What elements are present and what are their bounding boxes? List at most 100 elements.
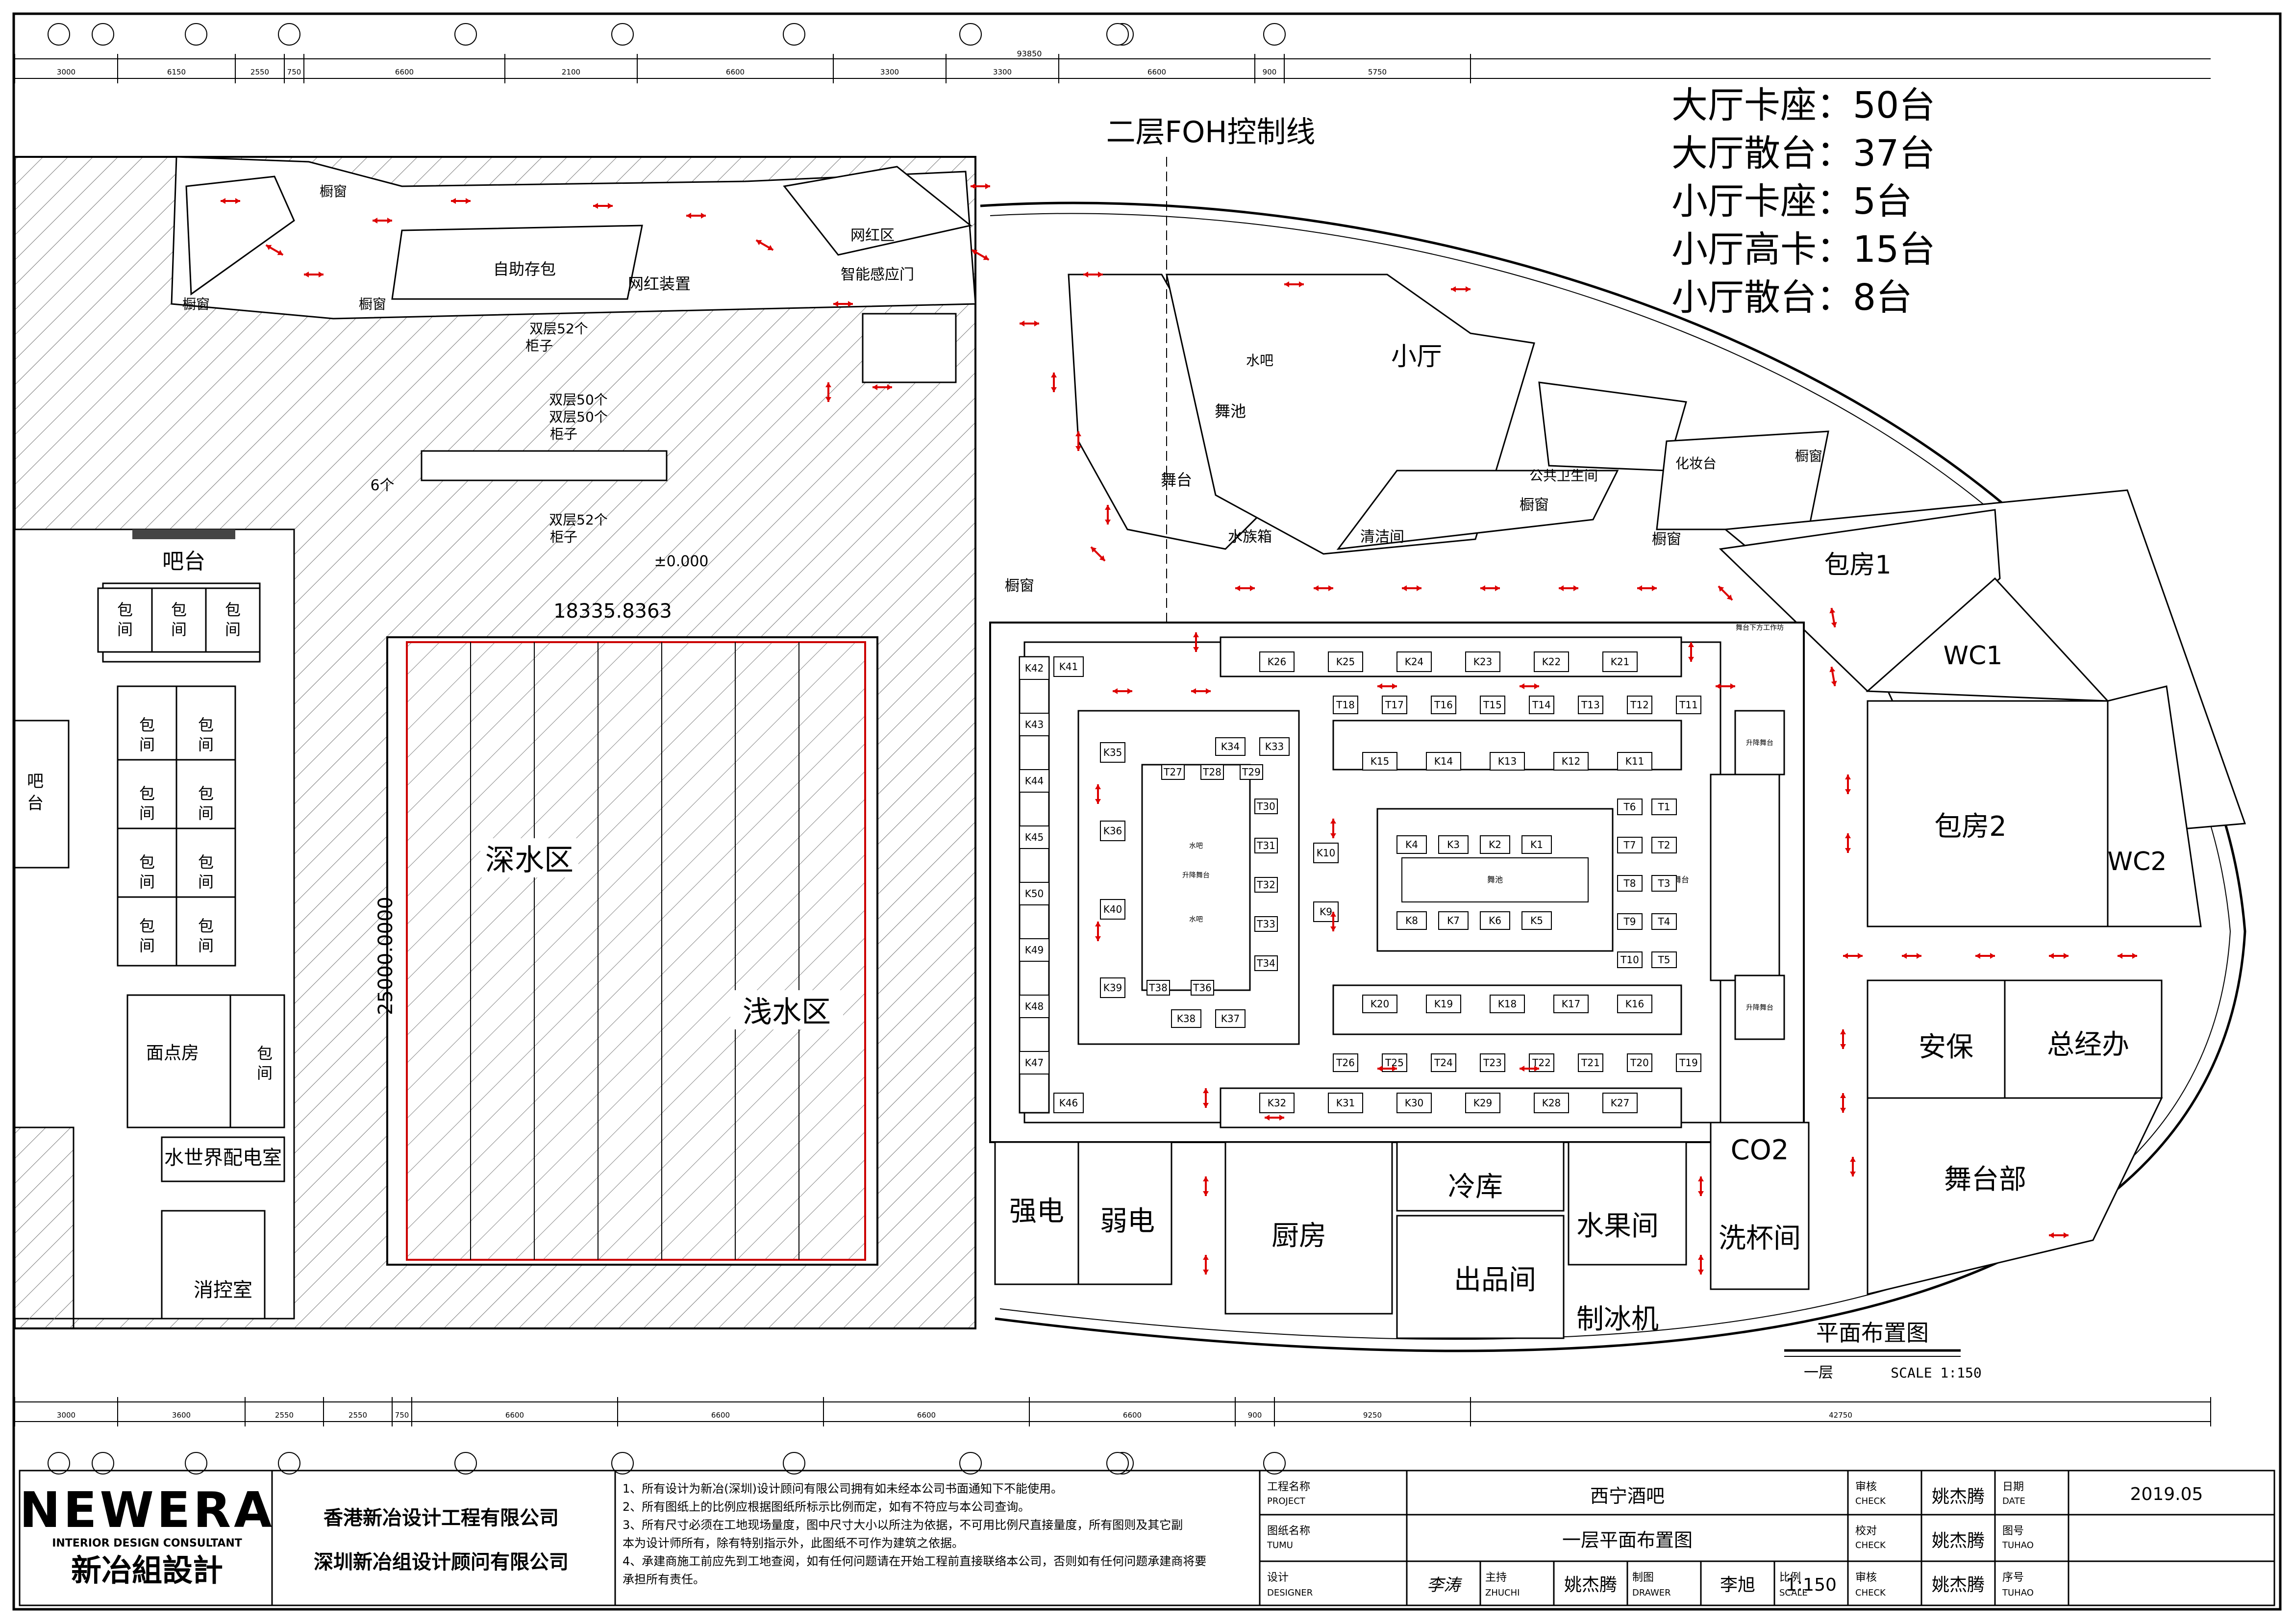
label-stage-dept: 舞台部 <box>1944 1164 2026 1196</box>
circulation-arrow <box>1235 585 1255 591</box>
booth-label: T33 <box>1256 918 1275 930</box>
label-wanghong-zone: 网红区 <box>850 227 895 244</box>
circulation-arrow <box>1850 1157 1856 1176</box>
circulation-arrow <box>2049 1232 2069 1238</box>
booth-mark <box>1019 713 1049 736</box>
tb-drawer-label: 制图 <box>1632 1572 1654 1584</box>
label-lift-stage3: 升降舞台 <box>1182 872 1210 879</box>
tb-drawing-label: 图纸名称 <box>1267 1525 1310 1537</box>
axis-bubble <box>278 23 300 46</box>
booth-label: T26 <box>1336 1057 1355 1069</box>
booth-room-label: 间 <box>198 936 214 955</box>
circulation-arrow <box>304 272 324 277</box>
dim-top-value: 5750 <box>1368 68 1387 76</box>
booth-label: T28 <box>1202 766 1221 778</box>
booth-label: K15 <box>1371 755 1390 767</box>
dim-top-value: 2550 <box>250 68 269 76</box>
booth-mark <box>1161 764 1185 780</box>
circulation-arrow <box>1688 642 1694 662</box>
booth-mark <box>1676 1053 1701 1072</box>
booth-label: K20 <box>1371 998 1390 1010</box>
booth-label: K49 <box>1025 944 1044 956</box>
booth-label: T20 <box>1630 1057 1649 1069</box>
booth-label: K38 <box>1177 1013 1196 1024</box>
circulation-arrow <box>451 198 471 204</box>
company-name-sz: 深圳新冶组设计顾问有限公司 <box>314 1551 569 1574</box>
circulation-arrow <box>221 198 240 204</box>
booth-label: K1 <box>1530 839 1543 850</box>
axis-bubble <box>1106 1452 1129 1474</box>
booth-mark <box>1019 656 1049 680</box>
axis-bubble <box>92 23 114 46</box>
booth-room-label: 包 <box>198 716 214 734</box>
label-fire-room: 消控室 <box>194 1279 252 1301</box>
booth-mark <box>1602 651 1638 672</box>
circulation-arrow <box>1975 953 1995 959</box>
tb-chief-label: 主持 <box>1485 1572 1507 1584</box>
booth-label: K45 <box>1025 831 1044 843</box>
axis-bubble <box>611 1452 634 1474</box>
booth-mark <box>1396 911 1427 930</box>
axis-bubble <box>185 23 207 46</box>
axis-bubble <box>783 1452 805 1474</box>
booth-label: K24 <box>1405 656 1424 668</box>
booth-mark <box>1617 837 1643 853</box>
booth-mark <box>1053 656 1084 677</box>
circulation-arrow <box>1051 373 1057 392</box>
booth-mark <box>1578 1053 1603 1072</box>
label-bar-left: 吧台 <box>162 549 205 574</box>
booth-room-label: 包 <box>198 853 214 872</box>
booth-label: T29 <box>1242 766 1261 778</box>
tb-project-label: 工程名称 <box>1267 1481 1310 1493</box>
label-wc2: WC2 <box>2108 847 2167 876</box>
tb-drawer: 李旭 <box>1720 1575 1755 1595</box>
tb-seq-label-en: TUHAO <box>2002 1588 2034 1598</box>
booth-mark <box>1259 651 1295 672</box>
booth-mark <box>1651 951 1677 968</box>
circulation-arrow <box>1637 585 1657 591</box>
label-cold-storage: 冷库 <box>1448 1171 1503 1203</box>
booth-label: T15 <box>1483 699 1502 711</box>
booth-label: K28 <box>1542 1097 1561 1109</box>
label-public-wc: 公共卫生间 <box>1529 468 1598 484</box>
note-line: 2、所有图纸上的比例应根据图纸所标示比例而定，如有不符应与本公司查询。 <box>623 1500 1030 1514</box>
booth-room-label: 间 <box>117 620 133 639</box>
booth-label: K12 <box>1562 755 1581 767</box>
circulation-arrow <box>1095 784 1101 804</box>
dim-top-value: 3300 <box>993 68 1012 76</box>
label-makeup: 化妆台 <box>1675 455 1717 472</box>
booth-mark <box>1215 1009 1246 1028</box>
bottom-service-rooms <box>994 1122 1810 1339</box>
circulation-arrow <box>1193 632 1199 652</box>
booth-label: T4 <box>1658 916 1670 927</box>
tb-scale: 1:150 <box>1786 1575 1837 1595</box>
booth-room-label: 包 <box>139 853 155 872</box>
booth-mark <box>1019 1051 1049 1074</box>
circulation-arrow <box>1284 281 1304 287</box>
entrance-strip <box>171 156 976 383</box>
note-line: 本为设计师所有，除有特别指示外，此图纸不可作为建筑之依据。 <box>623 1536 964 1550</box>
label-bottom-window-1: 橱窗 <box>1005 577 1034 595</box>
booth-mark <box>1465 1093 1500 1113</box>
tb-check2-name: 姚杰腾 <box>1932 1531 1985 1551</box>
booth-label: K25 <box>1336 656 1355 668</box>
booth-label: T25 <box>1385 1057 1404 1069</box>
label-lockers-mid-sub: 柜子 <box>550 426 577 442</box>
right-rooms <box>1719 509 2202 1295</box>
booth-mark <box>1215 737 1246 756</box>
booth-mark <box>1396 835 1427 854</box>
dim-top-value: 2100 <box>562 68 580 76</box>
booth-mark <box>1328 1093 1363 1113</box>
axis-bubble <box>185 1452 207 1474</box>
circulation-arrow <box>1845 775 1851 794</box>
booth-mark <box>1146 980 1170 996</box>
note-line: 4、承建商施工前应先到工地查阅，如有任何问题请在开始工程前直接联络本公司，否则如… <box>623 1554 1206 1568</box>
label-pool-width: 18335.8363 <box>553 600 672 623</box>
label-weak-elec: 弱电 <box>1100 1205 1155 1237</box>
circulation-arrow <box>593 203 613 209</box>
label-water-bar-c1: 水吧 <box>1189 842 1203 850</box>
booth-label: K40 <box>1103 903 1122 915</box>
